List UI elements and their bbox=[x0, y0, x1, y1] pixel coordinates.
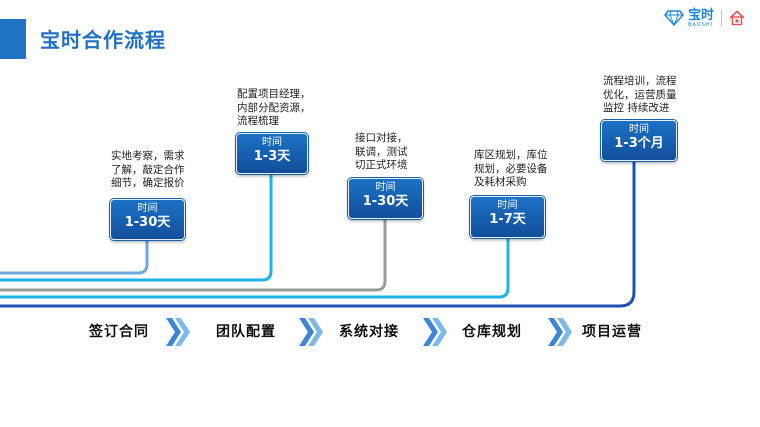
brand-logo: 宝时 BAOSHI bbox=[664, 8, 745, 28]
time-label: 时间 bbox=[262, 137, 282, 148]
time-label: 时间 bbox=[629, 124, 649, 135]
timeline-line-2 bbox=[0, 174, 273, 282]
time-badge: 时间 1-3个月 bbox=[601, 120, 677, 161]
time-badge: 时间 1-30天 bbox=[110, 199, 185, 240]
chevron-right-icon bbox=[423, 318, 447, 346]
time-value: 1-30天 bbox=[362, 194, 409, 209]
time-value: 1-3天 bbox=[253, 149, 291, 164]
step-label: 系统对接 bbox=[339, 324, 399, 340]
diamond-icon bbox=[664, 10, 684, 26]
time-value: 1-30天 bbox=[124, 215, 171, 230]
house-icon bbox=[729, 10, 745, 26]
logo-divider bbox=[721, 10, 723, 26]
time-label: 时间 bbox=[375, 182, 396, 193]
time-label: 时间 bbox=[137, 203, 158, 214]
page-title: 宝时合作流程 bbox=[40, 28, 166, 52]
time-badge: 时间 1-30天 bbox=[348, 178, 423, 219]
phase-description: 配置项目经理， 内部分配资源， 流程梳理 bbox=[237, 88, 311, 127]
step-label: 仓库规划 bbox=[462, 324, 522, 340]
logo-wordmark: 宝时 BAOSHI bbox=[688, 9, 714, 28]
step-label: 项目运营 bbox=[582, 324, 642, 340]
chevron-right-icon bbox=[166, 318, 190, 346]
timeline-line-3 bbox=[0, 219, 387, 292]
chevron-right-icon bbox=[299, 318, 323, 346]
phase-description: 库区规划，库位 规划，必要设备 及耗材采购 bbox=[474, 149, 548, 188]
logo-name: 宝时 bbox=[688, 7, 715, 23]
step-label: 团队配置 bbox=[216, 324, 276, 340]
time-value: 1-7天 bbox=[489, 212, 526, 227]
phase-description: 流程培训，流程 优化，运营质量 监控 持续改进 bbox=[603, 75, 677, 114]
timeline-line-5 bbox=[0, 160, 636, 308]
title-accent-bar bbox=[0, 19, 26, 59]
timeline-line-1 bbox=[0, 240, 149, 275]
phase-description: 接口对接， 联调，测试 切正式环境 bbox=[355, 132, 408, 171]
time-value: 1-3个月 bbox=[614, 136, 664, 151]
time-badge: 时间 1-3天 bbox=[236, 133, 308, 174]
logo-subtitle: BAOSHI bbox=[688, 21, 714, 28]
step-label: 签订合同 bbox=[89, 324, 149, 340]
phase-description: 实地考察，需求 了解，敲定合作 细节，确定报价 bbox=[111, 150, 185, 189]
time-badge: 时间 1-7天 bbox=[470, 196, 545, 238]
time-label: 时间 bbox=[497, 200, 518, 211]
timeline-line-4 bbox=[0, 238, 510, 299]
chevron-right-icon bbox=[548, 318, 572, 346]
